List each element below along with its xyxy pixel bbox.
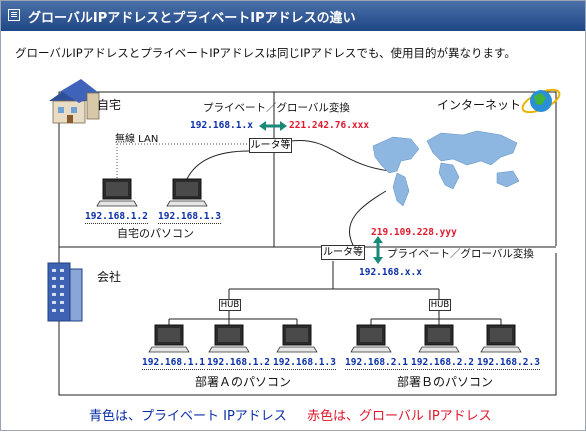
computer-icon [96, 178, 138, 207]
world-map-icon [372, 130, 520, 207]
list-icon [8, 9, 20, 21]
company-label: 会社 [97, 270, 122, 284]
computer-icon [208, 324, 250, 353]
home-conversion-label: プライベート／グローバル変換 [203, 102, 350, 114]
dept-a-pc-ip: 192.168.1.2 [207, 357, 270, 370]
home-uplink [290, 139, 392, 172]
home-pc-ip: 192.168.1.3 [158, 211, 221, 224]
home-pc-ip: 192.168.1.2 [85, 211, 148, 224]
legend-private: 青色は、プライベート IPアドレス [89, 409, 287, 424]
home-conversion-arrow [259, 121, 287, 131]
home-global-ip: 221.242.76.xxx [289, 120, 370, 131]
globe-icon [521, 88, 561, 114]
dept-a-pc-ip: 192.168.1.3 [273, 357, 336, 370]
lan-cable-home [186, 150, 250, 180]
intro-text: グローバルIPアドレスとプライベートIPアドレスは同じIPアドレスでも、使用目的… [15, 46, 516, 60]
home-pcs-caption: 自宅のパソコン [117, 227, 194, 240]
dept-b-pc-ip: 192.168.2.2 [411, 357, 474, 370]
company-router: ルータ等 [321, 245, 365, 260]
computer-icon [418, 324, 460, 353]
computer-icon [480, 324, 522, 353]
computer-icon [276, 324, 318, 353]
computer-icon [148, 324, 190, 353]
internet-label: インターネット [437, 98, 522, 112]
computer-icon [350, 324, 392, 353]
company-conversion-label: プライベート／グローバル変換 [387, 248, 534, 260]
page-title: グローバルIPアドレスとプライベートIPアドレスの違い [28, 11, 356, 26]
dept-a-caption: 部署Ａのパソコン [195, 375, 292, 389]
dept-a-pc-ip: 192.168.1.1 [142, 357, 205, 370]
dept-b-pc-ip: 192.168.2.3 [477, 357, 540, 370]
title-bar: グローバルIPアドレスとプライベートIPアドレスの違い [1, 1, 585, 31]
hub-b: HUB [429, 299, 451, 311]
house-icon [49, 79, 100, 124]
building-icon [47, 262, 83, 322]
company-private-ip: 192.168.x.x [359, 267, 422, 278]
wireless-lan-label: 無線 LAN [115, 134, 159, 145]
home-area-border [58, 91, 275, 248]
legend-global: 赤色は、グローバル IPアドレス [307, 409, 492, 424]
dept-b-pc-ip: 192.168.2.1 [345, 357, 408, 370]
dept-b-caption: 部署Ｂのパソコン [397, 375, 494, 389]
computer-icon [166, 178, 208, 207]
home-label: 自宅 [97, 98, 122, 112]
hub-a: HUB [219, 299, 241, 311]
home-private-ip: 192.168.1.x [190, 120, 253, 131]
company-conversion-arrow [373, 236, 383, 264]
company-global-ip: 219.109.228.yyy [371, 227, 457, 238]
home-router: ルータ等 [249, 138, 292, 153]
internet-area-border [274, 91, 557, 246]
company-uplink [348, 190, 387, 246]
